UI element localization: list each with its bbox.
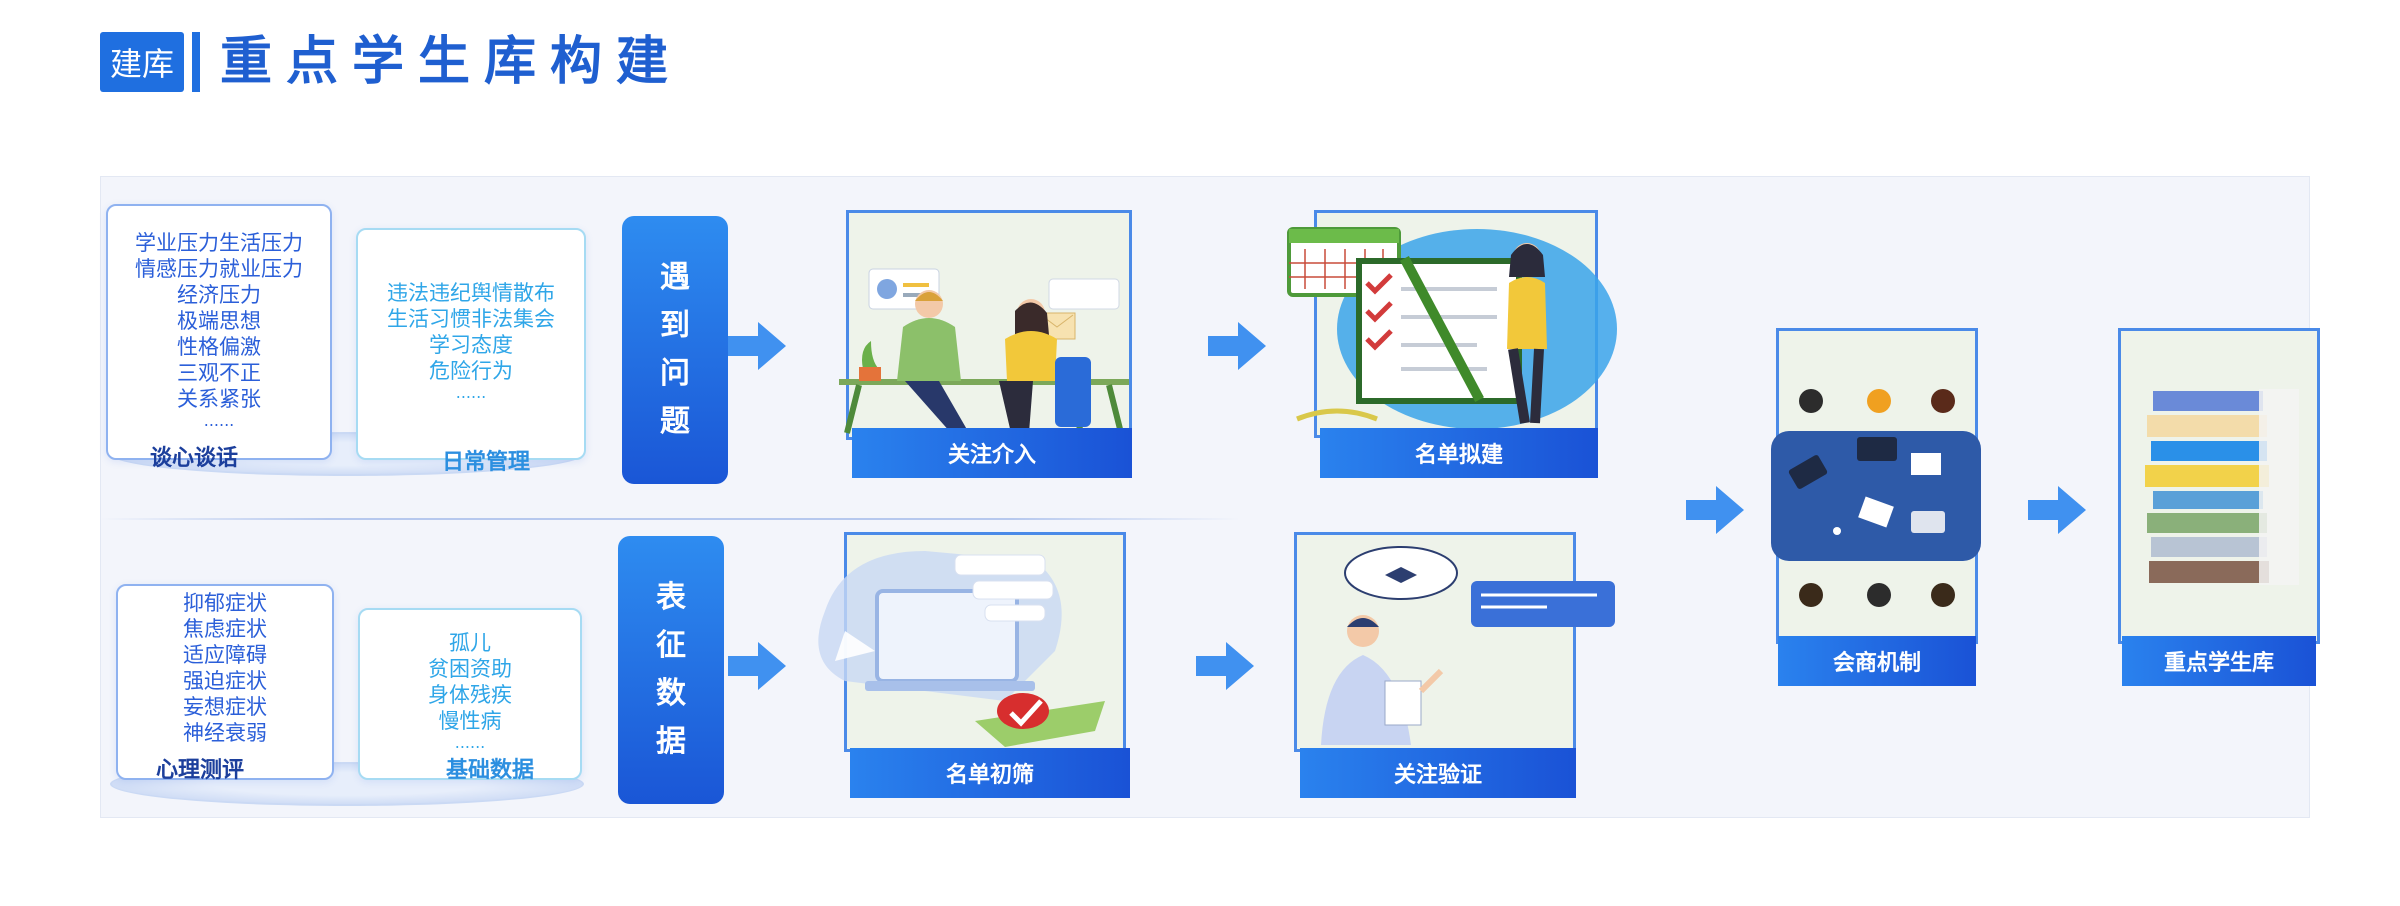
arrow-right-icon [1196,636,1256,696]
category-char: 表 [656,574,686,622]
card-line: 孤儿 [360,630,580,656]
card-line: 焦虑症状 [118,616,332,642]
card-line: 情感压力就业压力 [108,256,330,282]
header-badge: 建库 [100,32,184,92]
card-line: ...... [360,734,580,752]
step-focus-verify-image [1294,532,1576,752]
card-line: 经济压力 [108,282,330,308]
source-card-daily-title: 日常管理 [442,444,530,476]
source-card-talk-lines: 学业压力生活压力 情感压力就业压力 经济压力 极端思想 性格偏激 三观不正 关系… [108,230,330,430]
step-list-screen-image [844,532,1126,752]
source-card-talk: 学业压力生活压力 情感压力就业压力 经济压力 极端思想 性格偏激 三观不正 关系… [106,204,332,460]
page-title: 重点学生库构建 [220,30,682,94]
source-card-psych: 抑郁症状 焦虑症状 适应障碍 强迫症状 妄想症状 神经衰弱 [116,584,334,780]
step-key-db-label: 重点学生库 [2122,636,2316,686]
office-meeting-illustration [819,209,1139,439]
card-line: ...... [108,412,330,430]
category-char: 据 [656,718,686,766]
card-line: 贫困资助 [360,656,580,682]
category-data: 表 征 数 据 [618,536,724,804]
category-char: 遇 [660,254,690,302]
teacher-notes-illustration [1301,531,1641,751]
source-card-psych-lines: 抑郁症状 焦虑症状 适应障碍 强迫症状 妄想症状 神经衰弱 [118,590,332,746]
card-line: 抑郁症状 [118,590,332,616]
card-line: ...... [358,384,584,402]
card-line: 关系紧张 [108,386,330,412]
binder-stack-illustration [2143,387,2303,597]
arrow-right-icon [728,636,788,696]
source-card-basic-title: 基础数据 [446,752,534,784]
card-line: 慢性病 [360,708,580,734]
category-char: 到 [660,302,690,350]
card-line: 极端思想 [108,308,330,334]
category-char: 题 [660,398,690,446]
category-char: 数 [656,670,686,718]
source-card-daily: 违法违纪舆情散布 生活习惯非法集会 学习态度 危险行为 ...... [356,228,586,460]
category-char: 征 [656,622,686,670]
card-line: 强迫症状 [118,668,332,694]
card-line: 性格偏激 [108,334,330,360]
source-card-daily-lines: 违法违纪舆情散布 生活习惯非法集会 学习态度 危险行为 ...... [358,280,584,402]
step-focus-intervene-label: 关注介入 [852,428,1132,478]
step-list-draft-image [1314,210,1598,438]
card-line: 生活习惯非法集会 [358,306,584,332]
laptop-screen-illustration [805,531,1145,751]
card-line: 学习态度 [358,332,584,358]
arrow-right-icon [1686,480,1746,540]
source-card-talk-title: 谈心谈话 [150,440,238,472]
row-divider [100,518,1240,520]
step-list-screen-label: 名单初筛 [850,748,1130,798]
checklist-illustration [1277,209,1617,439]
card-line: 妄想症状 [118,694,332,720]
step-consult-image [1776,328,1978,644]
step-consult-label: 会商机制 [1778,636,1976,686]
category-issues: 遇 到 问 题 [622,216,728,484]
roundtable-illustration [1761,381,1991,621]
category-char: 问 [660,350,690,398]
arrow-right-icon [728,316,788,376]
step-list-draft-label: 名单拟建 [1320,428,1598,478]
card-line: 三观不正 [108,360,330,386]
source-card-psych-title: 心理测评 [156,752,244,784]
step-focus-intervene-image [846,210,1132,440]
source-card-basic-lines: 孤儿 贫困资助 身体残疾 慢性病 ...... [360,630,580,752]
card-line: 违法违纪舆情散布 [358,280,584,306]
card-line: 危险行为 [358,358,584,384]
card-line: 学业压力生活压力 [108,230,330,256]
header-accent-bar [192,32,200,92]
card-line: 身体残疾 [360,682,580,708]
card-line: 适应障碍 [118,642,332,668]
card-line: 神经衰弱 [118,720,332,746]
step-key-db-image [2118,328,2320,644]
arrow-right-icon [1208,316,1268,376]
arrow-right-icon [2028,480,2088,540]
step-focus-verify-label: 关注验证 [1300,748,1576,798]
